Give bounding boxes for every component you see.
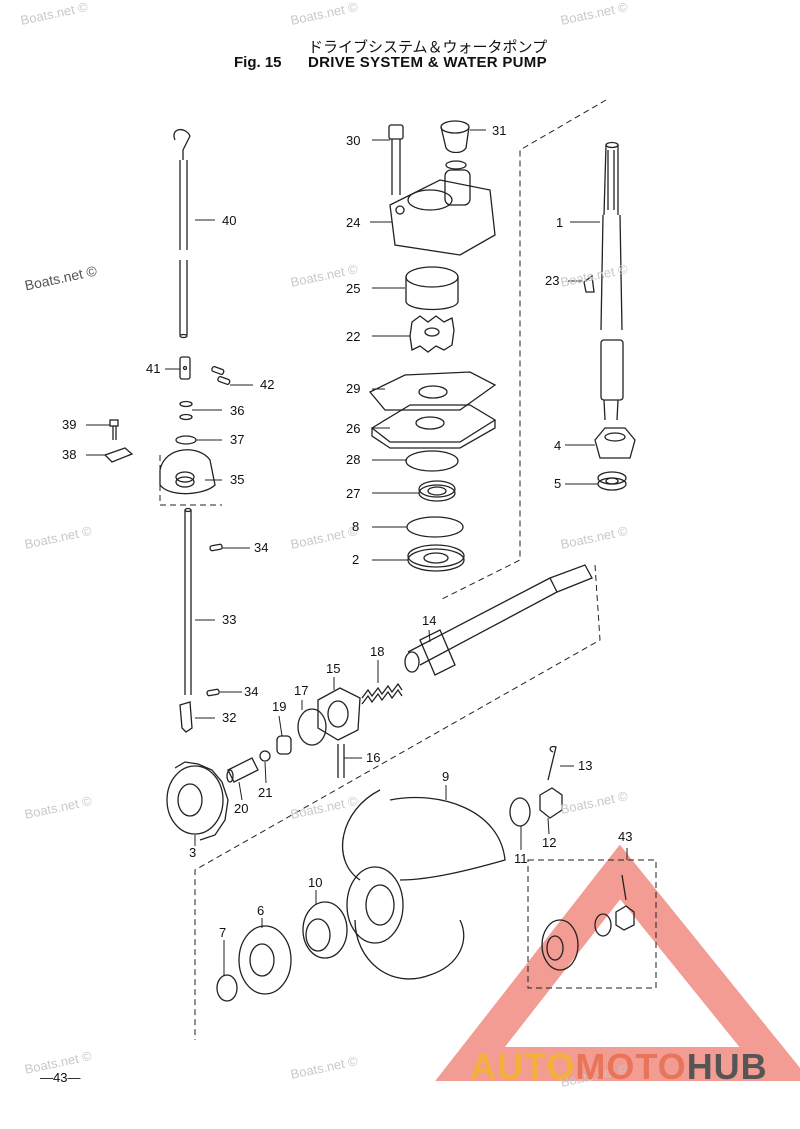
callout-36: 36	[230, 403, 245, 418]
callout-22: 22	[346, 329, 361, 344]
callout-26: 26	[346, 421, 361, 436]
part-15-clutch	[317, 687, 361, 741]
part-6-reverse-gear	[238, 925, 292, 995]
brand-part-moto: MOTO	[575, 1046, 687, 1087]
part-14-propeller-shaft	[404, 564, 593, 676]
callout-20: 20	[234, 801, 249, 816]
part-13-cotter-pin	[547, 745, 557, 781]
callout-10: 10	[308, 875, 323, 890]
callout-43: 43	[618, 829, 633, 844]
callout-30: 30	[346, 133, 361, 148]
callout-19: 19	[272, 699, 287, 714]
callout-40: 40	[222, 213, 237, 228]
callout-38: 38	[62, 447, 77, 462]
page-number: —43—	[40, 1070, 81, 1085]
callout-16: 16	[366, 750, 381, 765]
part-12-nut	[539, 787, 563, 819]
callout-3: 3	[189, 845, 197, 860]
part-2-bearing	[407, 544, 465, 572]
part-33-rod	[179, 507, 223, 733]
brand-part-auto: AUTO	[470, 1046, 576, 1087]
part-43-kit	[541, 874, 635, 971]
part-9-propeller	[341, 789, 506, 980]
part-28-oring	[405, 450, 459, 472]
title-english: DRIVE SYSTEM & WATER PUMP	[308, 54, 547, 71]
callout-32: 32	[222, 710, 237, 725]
callout-14: 14	[422, 613, 437, 628]
callout-29: 29	[346, 381, 361, 396]
part-29-gasket	[368, 371, 497, 411]
part-1-drive-shaft	[583, 141, 624, 421]
title-japanese: ドライブシステム＆ウォータポンプ	[308, 38, 548, 56]
callout-2: 2	[352, 552, 360, 567]
callout-21: 21	[258, 785, 273, 800]
callout-33: 33	[222, 612, 237, 627]
callout-23: 23	[545, 273, 560, 288]
part-40-shift-rod	[173, 129, 191, 339]
part-24-pump-housing	[389, 169, 496, 256]
callout-34-lower: 34	[244, 684, 259, 699]
part-27-seal	[418, 480, 456, 502]
brand-part-hub: HUB	[686, 1046, 768, 1087]
callout-28: 28	[346, 452, 361, 467]
callout-18: 18	[370, 644, 385, 659]
part-25-liner	[405, 266, 459, 311]
callout-42: 42	[260, 377, 275, 392]
callout-1: 1	[556, 215, 564, 230]
callout-35: 35	[230, 472, 245, 487]
part-3-forward-gear	[166, 761, 229, 841]
callout-39: 39	[62, 417, 77, 432]
part-11-washer	[509, 797, 531, 827]
callout-8: 8	[352, 519, 360, 534]
callout-9: 9	[442, 769, 450, 784]
part-17-ring	[297, 708, 327, 746]
part-20-plunger	[226, 757, 259, 783]
callout-12: 12	[542, 835, 557, 850]
brand-wordmark: AUTOMOTOHUB	[470, 1046, 768, 1088]
part-21-ball	[259, 750, 271, 762]
callout-15: 15	[326, 661, 341, 676]
part-7-washer	[216, 974, 238, 1002]
callout-31: 31	[492, 123, 507, 138]
callout-4: 4	[554, 438, 562, 453]
part-8-ring	[406, 516, 464, 538]
figure-number: Fig. 15	[234, 54, 282, 71]
part-41-connector	[175, 356, 231, 445]
callout-17: 17	[294, 683, 309, 698]
callout-5: 5	[554, 476, 562, 491]
part-22-impeller	[409, 315, 455, 353]
callout-11: 11	[514, 851, 528, 866]
part-5-bearing	[597, 471, 627, 491]
part-30-bolt	[388, 120, 470, 195]
callout-34-upper: 34	[254, 540, 269, 555]
callout-24: 24	[346, 215, 361, 230]
part-4-pinion	[594, 427, 636, 459]
callout-41: 41	[146, 361, 161, 376]
callout-6: 6	[257, 903, 265, 918]
callout-13: 13	[578, 758, 593, 773]
part-35-housing	[103, 419, 216, 495]
part-10-spacer	[302, 901, 348, 959]
callout-25: 25	[346, 281, 361, 296]
callout-37: 37	[230, 432, 245, 447]
part-26-plate	[370, 404, 497, 449]
callout-7: 7	[219, 925, 227, 940]
callout-27: 27	[346, 486, 361, 501]
part-16-pin	[337, 744, 345, 778]
part-18-spring	[361, 682, 403, 705]
part-19-pin	[276, 735, 292, 755]
